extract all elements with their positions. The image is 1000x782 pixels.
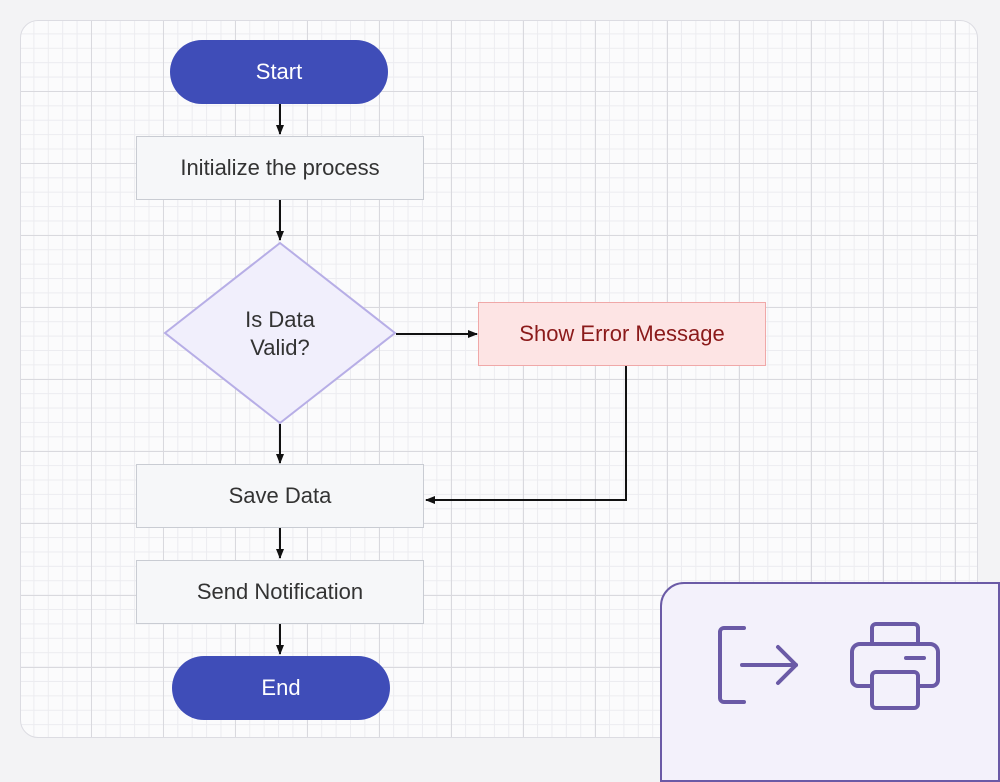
save-data-node[interactable]: Save Data: [136, 464, 424, 528]
show-error-node[interactable]: Show Error Message: [478, 302, 766, 366]
edge-error-save: [425, 366, 627, 504]
init-process-node[interactable]: Initialize the process: [136, 136, 424, 200]
start-node[interactable]: Start: [170, 40, 388, 104]
decision-diamond[interactable]: [163, 241, 397, 425]
export-icon[interactable]: [714, 622, 800, 708]
print-icon[interactable]: [848, 620, 942, 712]
send-notification-node[interactable]: Send Notification: [136, 560, 424, 624]
end-node[interactable]: End: [172, 656, 390, 720]
flowchart-edges: [163, 104, 627, 655]
toolbar-panel: [660, 582, 1000, 782]
decision-label: Is Data Valid?: [245, 307, 315, 360]
